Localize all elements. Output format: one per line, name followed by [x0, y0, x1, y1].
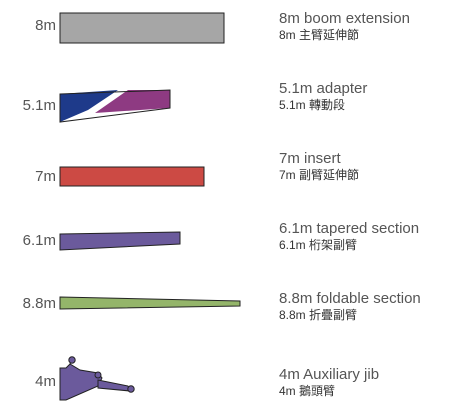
name-en: 8.8m foldable section	[279, 290, 421, 307]
name-en: 7m insert	[279, 150, 341, 167]
component-row-foldable-section: 8.8m 8.8m foldable section 8.8m 折疊副臂	[0, 282, 459, 342]
component-row-adapter: 5.1m 5.1m adapter 5.1m 轉動段	[0, 72, 459, 132]
foldable-section-shape	[59, 296, 241, 310]
name-en: 6.1m tapered section	[279, 220, 420, 237]
description: 8.8m foldable section 8.8m 折疊副臂	[279, 290, 421, 323]
name-zh: 4m 鵝頭臂	[279, 384, 336, 398]
length-label: 8.8m	[22, 295, 56, 312]
description: 5.1m adapter 5.1m 轉動段	[279, 80, 367, 113]
description: 4m Auxiliary jib 4m 鵝頭臂	[279, 366, 379, 399]
length-label: 8m	[35, 17, 56, 34]
adapter-shape	[59, 89, 171, 123]
component-row-auxiliary-jib: 4m 4m Auxiliary jib 4m 鵝頭臂	[0, 350, 459, 405]
component-row-boom-extension: 8m 8m boom extension 8m 主臂延伸節	[0, 0, 459, 60]
auxiliary-jib-shape	[59, 356, 135, 401]
name-en: 5.1m adapter	[279, 80, 368, 97]
tapered-section-shape	[59, 231, 181, 251]
description: 7m insert 7m 副臂延伸節	[279, 150, 359, 183]
length-label: 5.1m	[22, 97, 56, 114]
length-label: 4m	[35, 373, 56, 390]
name-zh: 8.8m 折疊副臂	[279, 308, 358, 322]
length-label: 6.1m	[22, 232, 56, 249]
name-zh: 6.1m 桁架副臂	[279, 238, 358, 252]
name-zh: 8m 主臂延伸節	[279, 28, 360, 42]
component-row-tapered-section: 6.1m 6.1m tapered section 6.1m 桁架副臂	[0, 216, 459, 276]
length-label: 7m	[35, 168, 56, 185]
insert-shape	[59, 166, 205, 187]
description: 6.1m tapered section 6.1m 桁架副臂	[279, 220, 419, 253]
component-row-insert: 7m 7m insert 7m 副臂延伸節	[0, 146, 459, 206]
name-zh: 5.1m 轉動段	[279, 98, 346, 112]
name-en: 8m boom extension	[279, 10, 410, 27]
name-zh: 7m 副臂延伸節	[279, 168, 360, 182]
description: 8m boom extension 8m 主臂延伸節	[279, 10, 410, 43]
name-en: 4m Auxiliary jib	[279, 366, 380, 383]
boom-extension-shape	[59, 12, 225, 44]
